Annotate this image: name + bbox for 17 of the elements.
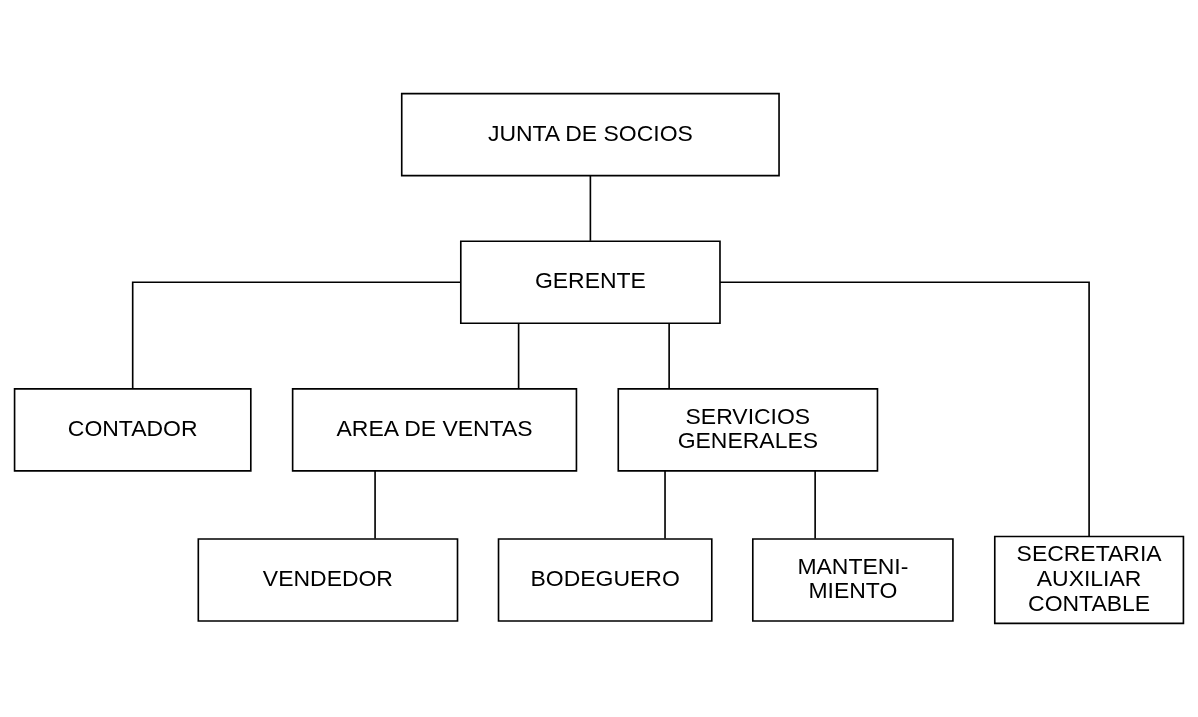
connector — [517, 322, 520, 390]
node-box: MANTENI- MIENTO — [751, 538, 954, 622]
connector — [131, 281, 462, 390]
connector — [589, 174, 592, 242]
node-box: SERVICIOS GENERALES — [617, 388, 879, 472]
connector — [814, 470, 816, 540]
node-box: GERENTE — [459, 240, 721, 325]
connector — [374, 470, 376, 540]
node-box: VENDEDOR — [197, 538, 459, 622]
connector — [668, 322, 670, 390]
connector — [719, 281, 1090, 537]
connector — [664, 470, 666, 540]
node-box: AREA DE VENTAS — [291, 388, 578, 472]
node-box: SECRETARIA AUXILIAR CONTABLE — [993, 535, 1185, 625]
node-box: BODEGUERO — [497, 538, 713, 622]
node-box: JUNTA DE SOCIOS — [400, 92, 780, 177]
node-box: CONTADOR — [13, 388, 252, 472]
